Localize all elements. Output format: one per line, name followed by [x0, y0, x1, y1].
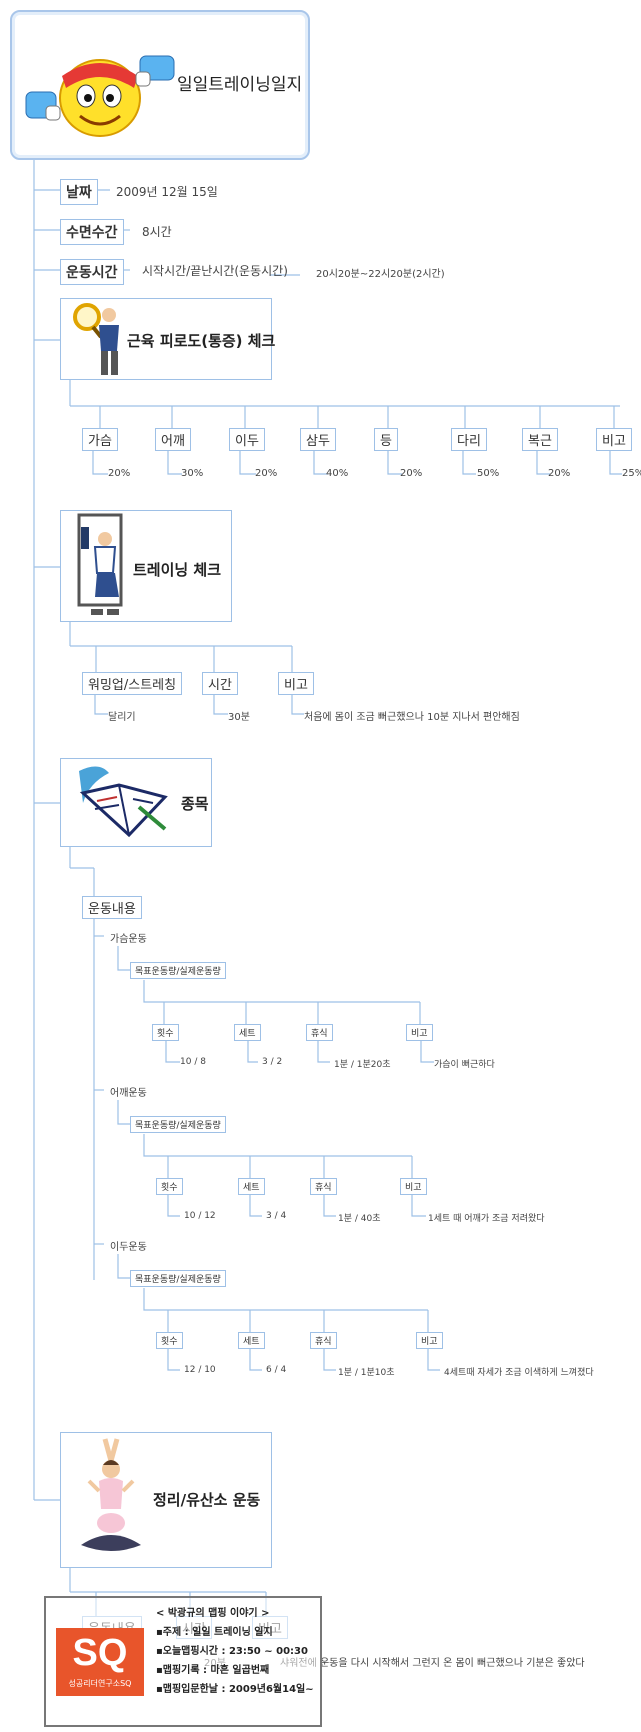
muscle-item-value: 50%: [477, 468, 500, 479]
event-item-value: 3 / 2: [262, 1057, 283, 1067]
training-item-label[interactable]: 워밍업/스트레칭: [82, 672, 183, 695]
event-item-value: 10 / 8: [180, 1057, 206, 1067]
event-group-name: 어깨운동: [110, 1088, 147, 1099]
muscle-item-value: 40%: [326, 468, 349, 479]
date-value: 2009년 12월 15일: [116, 185, 218, 199]
events-content-label[interactable]: 운동내용: [82, 896, 142, 919]
muscle-item-label[interactable]: 비고: [596, 428, 632, 451]
muscle-node[interactable]: 근육 피로도(통증) 체크: [60, 298, 276, 380]
event-item-label[interactable]: 비고: [416, 1332, 443, 1349]
event-item-label[interactable]: 휴식: [310, 1332, 337, 1349]
event-group-target[interactable]: 목표운동량/실제운동량: [130, 1270, 226, 1287]
training-item-value: 30분: [228, 712, 250, 723]
card-line: ▪오늘맵핑시간 : 23:50 ~ 00:30: [156, 1646, 308, 1657]
muscle-item-value: 25%: [622, 468, 641, 479]
cooldown-item-value: 샤워전에 운동을 다시 시작해서 그런지 온 몸이 뻐근했으나 기분은 좋았다: [280, 1658, 585, 1669]
training-node[interactable]: 트레이닝 체크: [60, 510, 232, 622]
event-item-label[interactable]: 횟수: [156, 1332, 183, 1349]
exercise-time-sublabel: 시작시간/끝난시간(운동시간): [142, 264, 288, 278]
magnifier-man-icon: [73, 303, 119, 375]
event-item-value: 1세트 때 어깨가 조금 저려왔다: [428, 1214, 545, 1224]
event-item-value: 3 / 4: [266, 1211, 287, 1221]
event-group-name: 이두운동: [110, 1242, 147, 1253]
muscle-item-label[interactable]: 등: [374, 428, 398, 451]
muscle-item-label[interactable]: 가슴: [82, 428, 118, 451]
muscle-item-value: 20%: [108, 468, 131, 479]
card-line: ▪맵핑입문한날 : 2009년6월14일~: [156, 1684, 314, 1695]
muscle-title: 근육 피로도(통증) 체크: [127, 332, 276, 350]
event-group-target[interactable]: 목표운동량/실제운동량: [130, 1116, 226, 1133]
event-item-label[interactable]: 비고: [406, 1024, 433, 1041]
training-item-value: 처음에 몸이 조금 뻐근했으나 10분 지나서 편안해짐: [304, 712, 520, 723]
root-node[interactable]: 일일트레이닝일지: [10, 10, 310, 160]
event-item-label[interactable]: 휴식: [310, 1178, 337, 1195]
training-title: 트레이닝 체크: [133, 561, 222, 579]
muscle-item-value: 30%: [181, 468, 204, 479]
event-item-label[interactable]: 휴식: [306, 1024, 333, 1041]
event-item-value: 1분 / 1분20초: [334, 1060, 391, 1070]
event-item-label[interactable]: 횟수: [152, 1024, 179, 1041]
event-group-name: 가슴운동: [110, 934, 147, 945]
training-item-label[interactable]: 비고: [278, 672, 314, 695]
muscle-item-label[interactable]: 이두: [229, 428, 265, 451]
mapping-info-card: SQ 성공리더연구소SQ < 박광규의 맵핑 이야기 > ▪주제 : 일일 트레이…: [44, 1596, 322, 1727]
sleep-value: 8시간: [142, 225, 172, 239]
exercise-time-label[interactable]: 운동시간: [60, 259, 124, 285]
events-node[interactable]: 종목: [60, 758, 212, 847]
event-item-value: 가슴이 뻐근하다: [434, 1060, 495, 1070]
cooldown-title: 정리/유산소 운동: [153, 1491, 261, 1509]
event-item-label[interactable]: 비고: [400, 1178, 427, 1195]
weight-machine-icon: [77, 513, 123, 615]
root-title: 일일트레이닝일지: [177, 75, 303, 95]
events-title: 종목: [181, 795, 209, 813]
muscle-item-label[interactable]: 다리: [451, 428, 487, 451]
event-group-target[interactable]: 목표운동량/실제운동량: [130, 962, 226, 979]
training-item-value: 달리기: [108, 712, 136, 723]
muscle-item-value: 20%: [548, 468, 571, 479]
card-line: ▪주제 : 일일 트레이닝 일지: [156, 1627, 273, 1638]
training-item-label[interactable]: 시간: [202, 672, 238, 695]
event-item-label[interactable]: 세트: [238, 1332, 265, 1349]
card-line: < 박광규의 맵핑 이야기 >: [156, 1608, 270, 1619]
muscle-item-value: 20%: [255, 468, 278, 479]
event-item-value: 6 / 4: [266, 1365, 287, 1375]
muscle-item-label[interactable]: 어깨: [155, 428, 191, 451]
event-item-value: 12 / 10: [184, 1365, 216, 1375]
sleep-label[interactable]: 수면수간: [60, 219, 124, 245]
event-item-label[interactable]: 횟수: [156, 1178, 183, 1195]
yoga-person-icon: [81, 1438, 141, 1551]
event-item-value: 10 / 12: [184, 1211, 216, 1221]
sq-logo-caption: 성공리더연구소SQ: [68, 1679, 132, 1688]
muscle-item-value: 20%: [400, 468, 423, 479]
notebook-pen-icon: [79, 766, 168, 838]
card-line: ▪맵핑기록 : 마흔 일곱번째: [156, 1665, 270, 1676]
sq-logo: SQ 성공리더연구소SQ: [56, 1628, 144, 1696]
sq-logo-text: SQ: [72, 1632, 128, 1674]
date-label[interactable]: 날짜: [60, 179, 98, 205]
muscle-item-label[interactable]: 삼두: [300, 428, 336, 451]
cooldown-node[interactable]: 정리/유산소 운동: [60, 1432, 272, 1568]
event-item-label[interactable]: 세트: [234, 1024, 261, 1041]
event-item-value: 1분 / 40초: [338, 1214, 381, 1224]
exercise-time-value: 20시20분~22시20분(2시간): [316, 269, 445, 280]
event-item-value: 4세트때 자세가 조금 이색하게 느껴졌다: [444, 1368, 594, 1378]
muscle-item-label[interactable]: 복근: [522, 428, 558, 451]
smiley-dumbbell-icon: [25, 55, 175, 137]
event-item-value: 1분 / 1분10초: [338, 1368, 395, 1378]
event-item-label[interactable]: 세트: [238, 1178, 265, 1195]
